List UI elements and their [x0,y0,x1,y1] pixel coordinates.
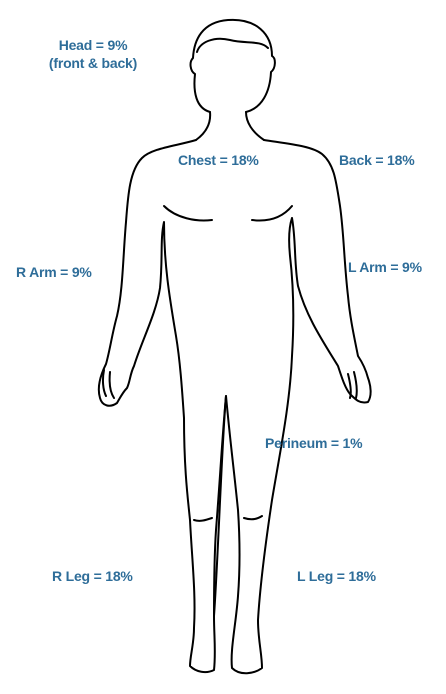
chest-label: Chest = 18% [178,151,259,169]
left-arm-label: L Arm = 9% [348,258,446,276]
chest-line-right [252,206,292,220]
body-outline [99,140,371,673]
right-hand-fingers [103,370,114,398]
chest-line-left [164,206,212,220]
head-label-line2: (front & back) [30,54,156,72]
knee-right [244,516,262,519]
perineum-label: Perineum = 1% [265,434,362,452]
head-outline [191,20,275,112]
left-leg-label: L Leg = 18% [297,567,376,585]
head-label-line1: Head = 9% [30,36,156,54]
neck-left [196,112,210,140]
knee-left [194,518,212,521]
inner-leg-line-left [214,396,226,616]
hair-line [197,39,268,52]
neck-right [246,112,264,140]
right-leg-label: R Leg = 18% [52,567,133,585]
back-label: Back = 18% [339,151,414,169]
right-arm-label: R Arm = 9% [16,263,92,281]
head-label: Head = 9% (front & back) [30,36,156,72]
